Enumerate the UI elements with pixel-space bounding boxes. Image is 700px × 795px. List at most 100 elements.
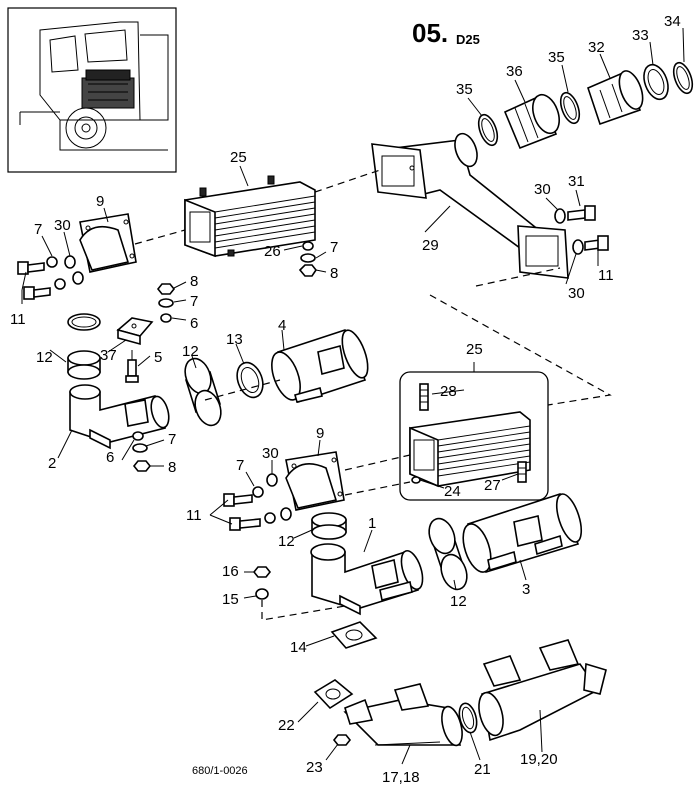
part-nut-8-low — [132, 460, 152, 472]
truck-overview-inset — [7, 7, 177, 173]
leader-lines — [21, 27, 685, 765]
callout-29: 29 — [422, 237, 439, 254]
callout-25-top: 25 — [230, 149, 247, 166]
part-washer-7-upper-left — [46, 256, 66, 290]
part-ring-12-right — [428, 517, 468, 591]
callout-37: 37 — [100, 347, 117, 364]
callout-33: 33 — [632, 27, 649, 44]
part-bellows-36 — [503, 93, 560, 150]
callout-13: 13 — [226, 331, 243, 348]
part-manifold-17-18 — [343, 683, 463, 747]
part-bolt-26 — [302, 241, 314, 251]
part-washer-6-low — [132, 431, 144, 441]
part-cover-9-upper — [79, 213, 137, 273]
callout-26: 26 — [264, 243, 281, 260]
part-washer-30-upper-right — [554, 208, 566, 224]
callout-12-lower: 12 — [278, 533, 295, 550]
part-sensor-5 — [125, 350, 139, 383]
callout-6-mid: 6 — [190, 315, 198, 332]
callout-9-lower: 9 — [316, 425, 324, 442]
part-clamp-35-right — [559, 91, 581, 125]
part-washer-7-mid — [158, 298, 174, 308]
callout-2: 2 — [48, 455, 56, 472]
part-gasket-14 — [330, 621, 378, 649]
callout-11-right: 11 — [598, 267, 614, 284]
callout-17-18: 17,18 — [382, 769, 420, 786]
part-ring-12-upper-left — [67, 350, 101, 380]
callout-34: 34 — [664, 13, 681, 30]
part-washer-7-lower — [252, 486, 276, 524]
callout-25-lower: 25 — [466, 341, 483, 358]
callout-14: 14 — [290, 639, 307, 656]
callout-7-lower: 7 — [236, 457, 244, 474]
part-clamp-35-left — [477, 113, 499, 147]
part-bolt-31 — [567, 205, 596, 221]
callout-35-right: 35 — [548, 49, 565, 66]
part-ring-33 — [643, 63, 669, 101]
part-nut-8-mid — [156, 283, 176, 295]
part-washer-15 — [255, 588, 269, 600]
callout-30-lower-right: 30 — [568, 285, 585, 302]
callout-5: 5 — [154, 349, 162, 366]
callout-12-upper-left: 12 — [36, 349, 53, 366]
part-clamp-13 — [236, 361, 264, 399]
callout-36: 36 — [506, 63, 523, 80]
callout-30-upper-left: 30 — [54, 217, 71, 234]
callout-4: 4 — [278, 317, 286, 334]
part-clamp-34 — [672, 61, 694, 95]
callout-8-mid: 8 — [190, 273, 198, 290]
part-washer-7-low — [132, 443, 148, 453]
callout-3: 3 — [522, 581, 530, 598]
part-ring-12-lower — [311, 512, 347, 540]
part-cover-9-lower — [285, 451, 345, 511]
part-bolt-11-right — [584, 235, 609, 251]
callout-8-top-right: 8 — [330, 265, 338, 282]
part-washer-7-top-right — [300, 253, 316, 263]
callout-6-low: 6 — [106, 449, 114, 466]
part-ring-12-mid — [184, 357, 222, 427]
part-bolt-11-upper-left — [17, 261, 51, 300]
callout-16: 16 — [222, 563, 239, 580]
callout-30-lower: 30 — [262, 445, 279, 462]
document-number: 680/1-0026 — [192, 765, 248, 777]
callout-7-mid: 7 — [190, 293, 198, 310]
callout-7-top-right: 7 — [330, 239, 338, 256]
part-washer-6-mid — [160, 313, 172, 323]
part-nut-23 — [332, 734, 352, 746]
part-ring-21 — [458, 702, 478, 734]
callout-24: 24 — [444, 483, 461, 500]
callout-23: 23 — [306, 759, 323, 776]
callout-31: 31 — [568, 173, 585, 190]
callout-15: 15 — [222, 591, 239, 608]
part-washer-30-upper-left — [64, 255, 84, 285]
part-pipe-29 — [371, 132, 569, 279]
callout-8-low: 8 — [168, 459, 176, 476]
callout-28: 28 — [440, 383, 457, 400]
callout-labels: 34 33 32 35 36 35 25 9 7 30 11 31 30 29 … — [10, 13, 681, 786]
callout-19-20: 19,20 — [520, 751, 558, 768]
part-nut-16 — [252, 566, 272, 578]
part-clamp-upper-left — [67, 313, 101, 331]
part-elbow-2 — [69, 384, 170, 450]
callout-30-upper-right: 30 — [534, 181, 551, 198]
part-nut-8-top-right — [298, 264, 317, 277]
part-intercooler-25-lower — [399, 371, 549, 501]
part-hose-32 — [587, 70, 644, 126]
callout-35-left: 35 — [456, 81, 473, 98]
callout-32: 32 — [588, 39, 605, 56]
part-pipe-4 — [271, 329, 369, 403]
callout-7-upper-left: 7 — [34, 221, 42, 238]
part-washer-30-lower — [266, 473, 292, 521]
callout-27: 27 — [484, 477, 501, 494]
part-gasket-22 — [313, 679, 354, 710]
dashed-connectors — [134, 169, 612, 621]
callout-11-lower: 11 — [186, 507, 202, 524]
callout-21: 21 — [474, 761, 491, 778]
part-pipe-3 — [462, 492, 583, 573]
part-bolt-11-lower — [223, 493, 261, 531]
part-manifold-19-20 — [478, 639, 607, 742]
part-intercooler-25-top — [184, 175, 316, 258]
callout-9-upper: 9 — [96, 193, 104, 210]
callout-22: 22 — [278, 717, 295, 734]
